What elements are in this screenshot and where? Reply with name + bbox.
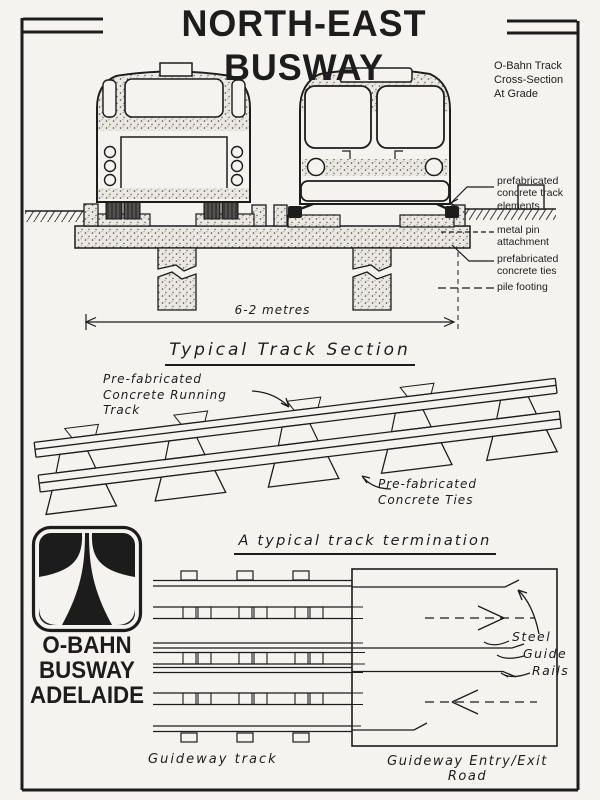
headlight <box>424 157 444 177</box>
page-frame <box>20 17 580 792</box>
roof-vent <box>159 62 193 77</box>
pile-footings <box>157 247 392 311</box>
headlight <box>306 157 326 177</box>
label-metal-pin: metal pin attachment <box>497 224 549 249</box>
destination-sign <box>339 67 413 83</box>
windshield-left <box>304 85 372 149</box>
guide-wheel <box>445 206 459 218</box>
label-guide: Guide <box>523 646 568 661</box>
label-concrete-ties: prefabricated concrete ties <box>497 253 559 278</box>
dimension-label: 6-2 metres <box>234 303 311 317</box>
isometric-track-drawing <box>33 377 562 516</box>
page-title: NORTH-EAST BUSWAY <box>181 3 427 88</box>
logo-text-adelaide: ADELAIDE <box>29 682 145 709</box>
bumper <box>300 180 450 202</box>
wiper-marks <box>342 150 403 159</box>
label-prefab-ties: Pre-fabricated Concrete Ties <box>378 477 478 507</box>
running-track-arrow <box>251 390 290 408</box>
guide-wheel <box>288 206 302 218</box>
rear-window <box>124 78 224 118</box>
label-guideway-track: Guideway track <box>148 752 278 767</box>
cross-section-drawing <box>25 62 556 332</box>
ties-leader-arrow <box>361 475 392 490</box>
tail-lights <box>103 145 244 187</box>
bus-rear-view <box>96 62 251 220</box>
label-track-elements: prefabricated concrete track elements <box>497 175 563 212</box>
ground-hatching <box>25 184 556 222</box>
bus-front-view <box>288 67 459 218</box>
termination-heading: A typical track termination <box>215 533 515 555</box>
cross-section-caption: O-Bahn Track Cross-Section At Grade <box>494 60 564 100</box>
label-pile-footing: pile footing <box>497 281 548 293</box>
logo-text-busway: BUSWAY <box>39 657 135 684</box>
termination-plan <box>153 568 558 747</box>
track-substructure <box>74 203 471 249</box>
label-leaders <box>434 186 494 289</box>
dimension-line <box>84 252 459 332</box>
engine-panel <box>120 136 228 191</box>
label-steel: Steel <box>512 629 552 644</box>
track-section-heading: Typical Track Section <box>135 340 445 366</box>
rail-pointer-arrow <box>517 589 540 635</box>
label-entry-exit-road: Guideway Entry/Exit Road <box>387 754 548 784</box>
direction-arrow-left-icon <box>425 689 537 715</box>
entry-exit-road-plan <box>351 568 558 747</box>
obahn-logo-icon <box>31 525 143 633</box>
steel-guide-rails <box>352 579 525 731</box>
label-running-track: Pre-fabricated Concrete Running Track <box>103 372 227 418</box>
windshield-right <box>376 85 445 149</box>
direction-arrow-right-icon <box>425 605 535 631</box>
guideway-track-plan <box>153 570 352 743</box>
tie-joint-marks <box>182 606 324 706</box>
logo-text-obahn: O-BAHN <box>42 632 132 659</box>
label-rails: Rails <box>532 663 570 678</box>
